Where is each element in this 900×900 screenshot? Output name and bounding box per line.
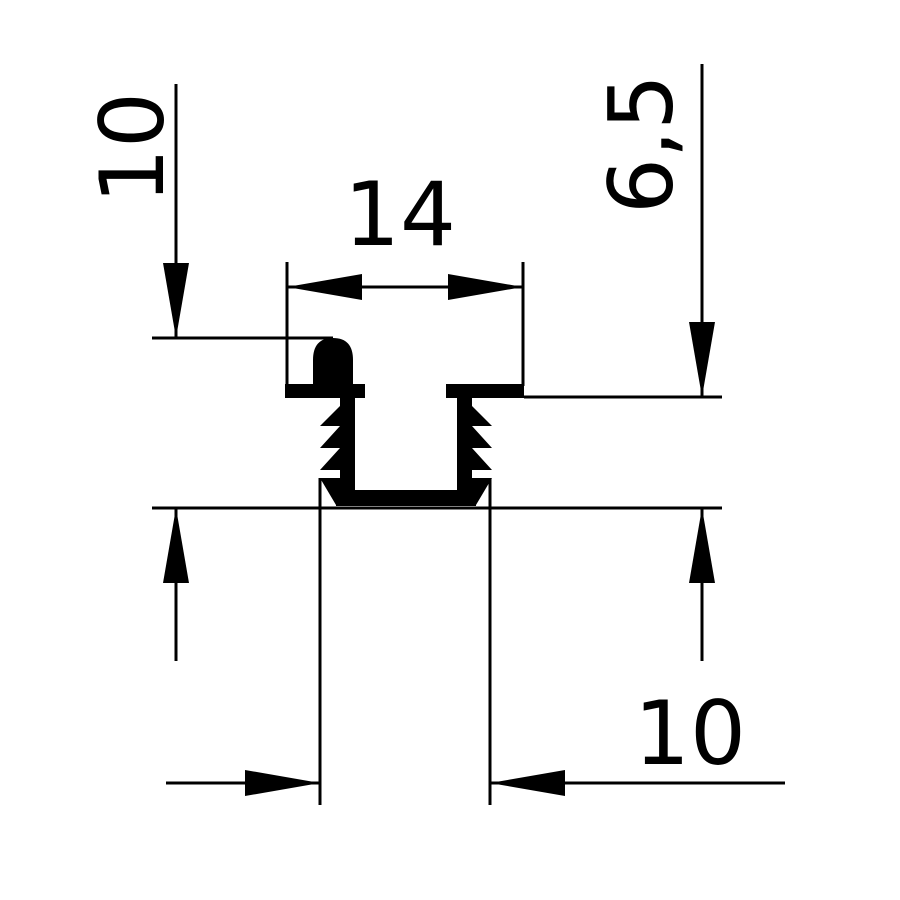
dimension-bottom-width: 10 <box>166 682 785 796</box>
profile-left-lip <box>313 338 353 385</box>
dimension-label-bottom-width: 10 <box>634 682 746 785</box>
arrow-head-down <box>689 322 715 397</box>
arrow-head-up <box>163 508 189 583</box>
arrow-head-right <box>448 274 523 300</box>
arrow-head-left <box>490 770 565 796</box>
profile-left-flange <box>285 384 365 398</box>
arrow-head-right <box>245 770 320 796</box>
profile-shape <box>285 338 524 506</box>
profile-right-flange <box>446 384 524 398</box>
extension-lines <box>152 262 722 805</box>
dimension-right-height: 6,5 <box>590 64 715 661</box>
dimension-label-top-width: 14 <box>344 163 456 266</box>
profile-right-wall <box>457 398 492 505</box>
arrow-head-left <box>287 274 362 300</box>
profile-left-wall <box>320 398 355 505</box>
arrow-head-up <box>689 508 715 583</box>
profile-bottom-web <box>336 490 476 506</box>
dimension-label-left-height: 10 <box>81 92 184 204</box>
dimension-label-right-height: 6,5 <box>590 74 693 214</box>
dimension-top-width: 14 <box>287 163 523 300</box>
arrow-head-down <box>163 263 189 338</box>
dimension-left-height: 10 <box>81 84 189 661</box>
